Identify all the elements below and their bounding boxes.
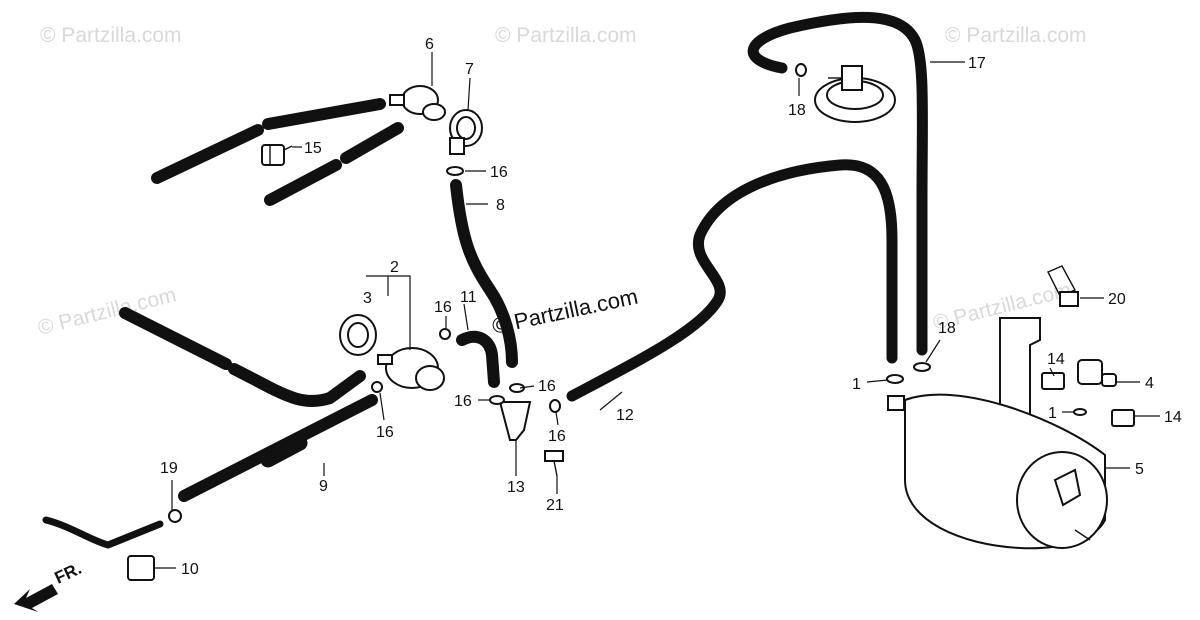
bracket-13 [498,401,532,441]
callout-16-top: 16 [490,164,508,181]
callout-21: 21 [546,497,564,514]
hose-left-long [119,307,366,407]
callout-19: 19 [160,460,178,477]
clamp-3 [339,314,377,356]
callout-10: 10 [181,561,199,578]
callout-18-right: 18 [938,320,956,337]
callout-16-left: 16 [376,424,394,441]
callout-4: 4 [1145,375,1154,392]
fuel-valve-6 [389,85,446,121]
callout-16-lower: 16 [454,393,472,410]
clip-10 [127,555,155,581]
callout-16-mid: 16 [434,299,452,316]
hose-17 [747,11,928,356]
fitting-4 [1077,359,1117,387]
clip-14b [1111,409,1135,427]
callout-8: 8 [496,197,505,214]
clip-14a [1041,372,1065,390]
callout-9: 9 [319,478,328,495]
hose-upper-left [151,98,404,206]
cap-top [814,65,896,123]
front-label: FR. [52,559,85,588]
bolt-21 [544,450,564,477]
hose-12 [566,159,898,402]
callout-15: 15 [304,140,322,157]
small-clips [168,63,1087,523]
callout-1-right: 1 [1048,405,1057,422]
callout-14-right: 14 [1164,409,1182,426]
callout-14-left: 14 [1047,351,1065,368]
hose-8 [450,179,518,368]
callout-11: 11 [460,289,477,306]
fuel-pump-2 [377,347,445,391]
watermarks: © Partzilla.com © Partzilla.com © Partzi… [36,24,1087,340]
callout-12: 12 [616,407,634,424]
callout-16-right: 16 [538,378,556,395]
callout-13: 13 [507,479,525,496]
callout-2: 2 [390,259,399,276]
callout-3: 3 [363,290,372,307]
callout-17: 17 [968,55,986,72]
clip-15 [261,144,293,166]
callout-1-left: 1 [852,376,861,393]
callout-5: 5 [1135,461,1144,478]
hose-11 [456,330,500,388]
watermark-2: © Partzilla.com [495,24,637,47]
canister-5 [887,317,1108,550]
callouts: 6 7 15 16 8 2 3 16 11 16 16 16 16 9 13 2… [160,36,1182,578]
callout-7: 7 [465,61,474,78]
callout-16-bottom: 16 [548,428,566,445]
callout-20: 20 [1108,291,1126,308]
leader-lines [154,52,1160,569]
hose-9 [178,394,378,502]
clamp-7 [449,109,483,155]
center-watermark: © Partzilla.com [490,284,640,339]
watermark-3: © Partzilla.com [945,24,1087,47]
pipe-19 [42,516,164,549]
watermark-1: © Partzilla.com [40,24,182,47]
bolt-20 [1047,265,1079,307]
center-watermark-text: © Partzilla.com [490,284,640,339]
callout-6: 6 [425,36,434,53]
front-arrow-icon: FR. [14,559,85,612]
callout-18-top: 18 [788,102,806,119]
